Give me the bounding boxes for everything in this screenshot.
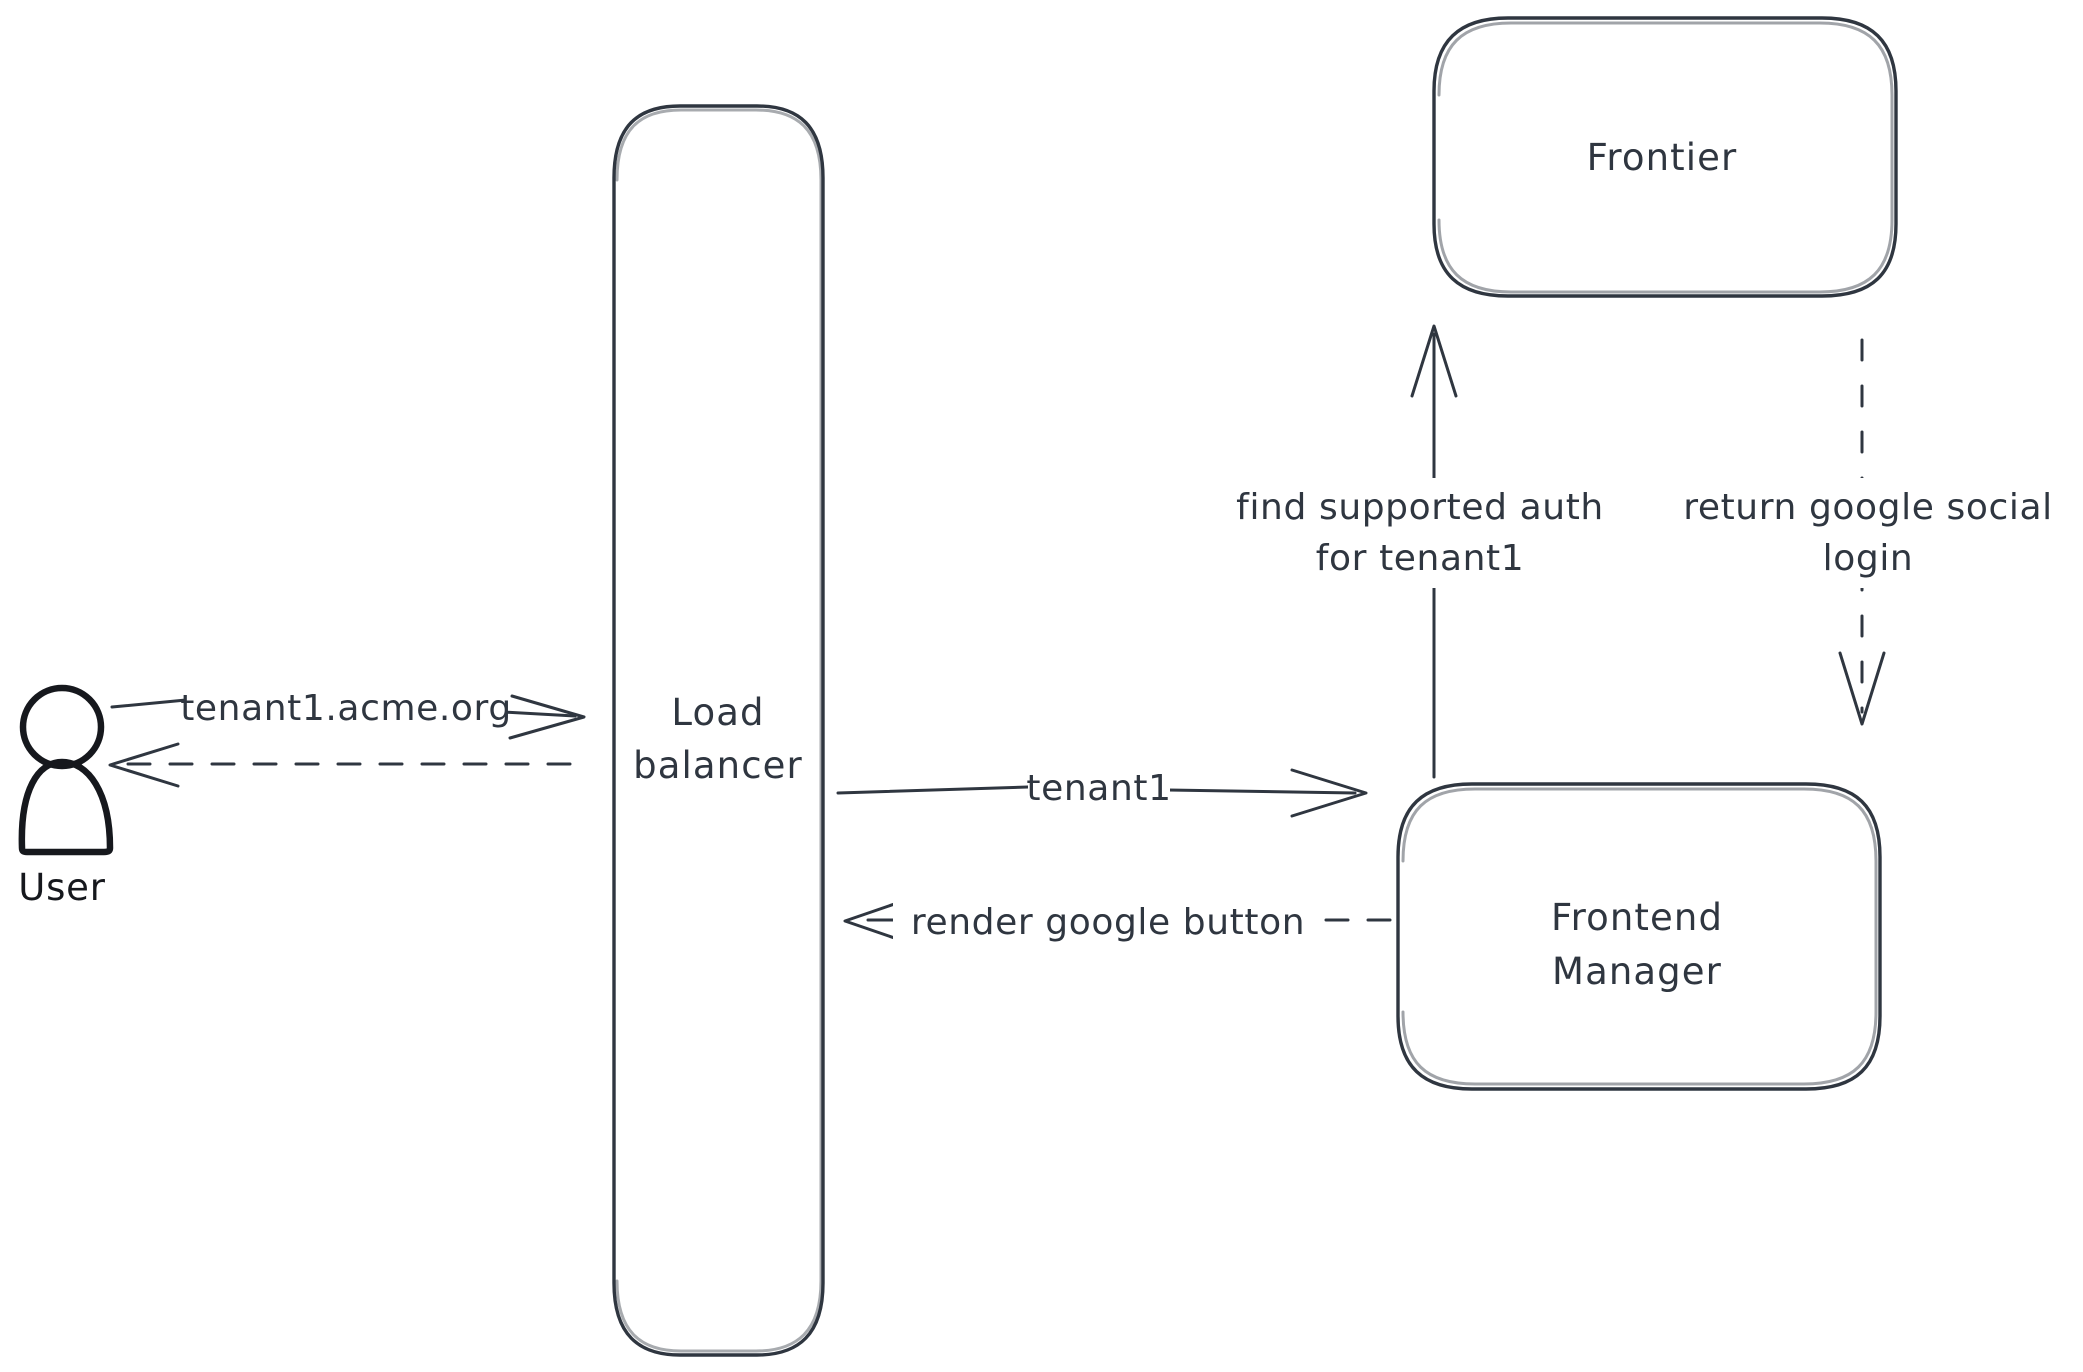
edge-frontier-to-frontend-manager[interactable]: return google social login (1658, 338, 2078, 726)
edge-load-balancer-to-frontend-manager[interactable]: tenant1 (836, 758, 1368, 818)
edge-label-tenant1-acme-org: tenant1.acme.org (180, 688, 512, 729)
node-frontier[interactable]: Frontier (1432, 16, 1898, 298)
edge-line-right-seg (1166, 788, 1357, 795)
edge-frontend-manager-to-load-balancer[interactable]: render google button (843, 890, 1392, 950)
edge-label-find-supported-auth-line1: find supported auth (1236, 487, 1604, 528)
arrowhead-up-icon (1410, 324, 1458, 398)
node-frontend-manager[interactable]: Frontend Manager (1396, 782, 1882, 1091)
label-backdrop (1215, 478, 1625, 588)
label-backdrop (186, 680, 506, 738)
arrowhead-left-icon (843, 896, 914, 946)
arrowhead-left-icon (108, 742, 180, 788)
frontend-manager-shape (1396, 782, 1882, 1091)
edge-frontend-manager-to-frontier[interactable]: find supported auth for tenant1 (1215, 324, 1625, 779)
frontend-manager-label-line1: Frontend (1551, 896, 1723, 939)
edge-label-tenant1: tenant1 (1026, 768, 1171, 809)
node-load-balancer[interactable]: Load balancer (612, 104, 825, 1357)
edge-label-render-google-button: render google button (911, 902, 1305, 943)
user-label: User (18, 866, 106, 909)
arrowhead-right-icon (1290, 768, 1368, 818)
node-user[interactable]: User (18, 684, 114, 909)
load-balancer-shape-sketch (615, 108, 823, 1353)
frontier-shape (1432, 16, 1898, 298)
load-balancer-shape (612, 104, 825, 1357)
edge-line-right-seg (501, 710, 577, 718)
user-actor-icon (18, 684, 114, 856)
edge-label-return-google-social-line2: login (1823, 538, 1914, 579)
frontend-manager-shape-sketch (1401, 787, 1878, 1086)
load-balancer-label-line1: Load (671, 691, 764, 734)
arrowhead-down-icon (1838, 651, 1886, 726)
edge-label-return-google-social-line1: return google social (1683, 487, 2053, 528)
edge-line-left-seg (110, 698, 188, 709)
frontier-shape-sketch (1437, 21, 1894, 294)
load-balancer-label-line2: balancer (633, 744, 803, 787)
frontier-label: Frontier (1587, 136, 1738, 179)
label-backdrop (1028, 758, 1170, 816)
label-backdrop (1658, 478, 2078, 588)
edge-load-balancer-to-user[interactable] (108, 742, 572, 788)
label-backdrop (893, 890, 1323, 950)
frontend-manager-label-line2: Manager (1552, 950, 1722, 993)
arrowhead-right-icon (508, 694, 586, 740)
edge-user-to-load-balancer[interactable]: tenant1.acme.org (110, 680, 586, 740)
edge-label-find-supported-auth-line2: for tenant1 (1316, 538, 1525, 579)
edge-line-left-seg (836, 785, 1030, 795)
